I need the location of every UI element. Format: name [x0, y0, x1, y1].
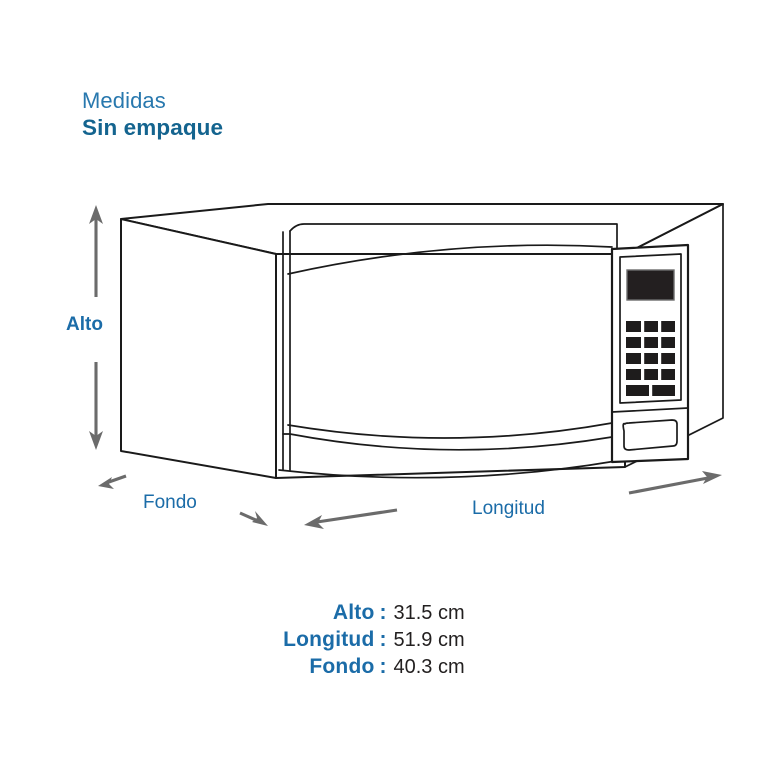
microwave-body — [120, 203, 724, 479]
door-bottom-rail — [282, 433, 613, 451]
keypad-row-2 — [626, 337, 675, 348]
door-top-frame — [289, 223, 618, 259]
control-panel — [610, 243, 690, 464]
heading-block: Medidas Sin empaque — [82, 88, 223, 142]
keypad-row-4 — [626, 369, 675, 380]
measurement-label-longitud: Longitud — [283, 628, 375, 651]
door-handle — [622, 419, 678, 451]
dimension-label-alto: Alto — [66, 314, 103, 335]
control-panel-inner-border — [619, 253, 682, 404]
measurement-value-fondo: 40.3 cm — [393, 656, 465, 678]
control-panel-plate — [610, 243, 690, 464]
door-base-skirt — [278, 460, 617, 479]
door-glass-top-arc — [287, 244, 613, 275]
measurement-colon-alto: : — [379, 601, 387, 624]
digital-display — [626, 269, 675, 301]
keypad-row-5 — [626, 385, 675, 396]
right-back-edge — [624, 203, 724, 468]
front-face — [275, 253, 626, 479]
measurement-colon-longitud: : — [379, 628, 387, 651]
measurements-list: Alto : 31.5 cm Longitud : 51.9 cm Fondo … — [0, 601, 768, 679]
door-assembly — [278, 223, 618, 479]
measurement-row-alto: Alto : 31.5 cm — [0, 601, 768, 625]
dimension-label-longitud: Longitud — [472, 498, 545, 519]
keypad-row-3 — [626, 353, 675, 364]
measurement-label-fondo: Fondo — [309, 655, 375, 678]
control-panel-divider — [611, 407, 689, 413]
heading-line-medidas: Medidas — [82, 88, 166, 113]
measurement-label-alto: Alto — [332, 601, 375, 624]
measurement-colon-fondo: : — [379, 655, 387, 678]
measurement-row-longitud: Longitud : 51.9 cm — [0, 628, 768, 652]
heading-line-sin-empaque: Sin empaque — [82, 114, 224, 140]
top-face — [120, 203, 724, 255]
measurement-row-fondo: Fondo : 40.3 cm — [0, 655, 768, 679]
measurement-value-longitud: 51.9 cm — [393, 629, 465, 651]
keypad-row-1 — [626, 321, 675, 332]
dimension-label-fondo: Fondo — [143, 492, 197, 513]
left-side-face — [120, 218, 277, 479]
measurement-value-alto: 31.5 cm — [393, 602, 465, 624]
door-glass-bottom-arc — [287, 422, 613, 439]
